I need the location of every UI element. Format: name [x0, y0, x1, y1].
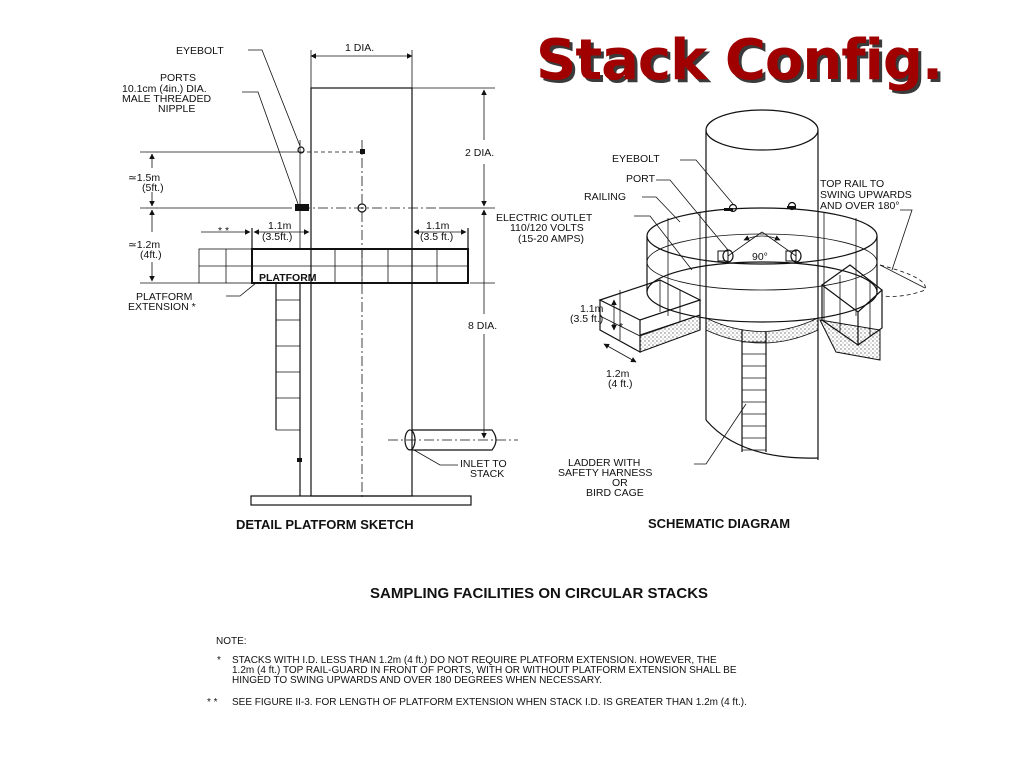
slide-title: Stack Config. [536, 28, 943, 93]
stack-top [705, 109, 819, 151]
note2-text: SEE FIGURE II-3. FOR LENGTH OF PLATFORM … [232, 697, 747, 708]
sch-railing-label: RAILING [584, 191, 626, 203]
sch-outlet-label-2: 110/120 VOLTS [510, 222, 584, 234]
eyebolt-label: EYEBOLT [176, 45, 224, 57]
platform-extension-label-2: EXTENSION * [128, 301, 196, 313]
sch-top-rail-label-1: TOP RAIL TO [820, 178, 884, 190]
two-dia-label: 2 DIA. [465, 147, 494, 159]
stars-left-label: * * [218, 225, 229, 237]
sch-eyebolt-label: EYEBOLT [612, 153, 660, 165]
inlet-pipe [388, 429, 518, 451]
note-label: NOTE: [216, 636, 247, 647]
sch-top-rail-label-2: SWING UPWARDS [820, 189, 912, 201]
sch-angle-label: 90° [752, 251, 768, 263]
note2-marker: * * [207, 697, 218, 708]
eight-dia-label: 8 DIA. [468, 320, 497, 332]
one-dia-label: 1 DIA. [345, 42, 374, 54]
note1-line-3: HINGED TO SWING UPWARDS AND OVER 180 DEG… [232, 675, 602, 686]
sch-ladder-label-4: BIRD CAGE [586, 487, 644, 499]
detail-platform-sketch: EYEBOLT PORTS 10.1cm (4in.) DIA. MALE TH… [122, 42, 518, 532]
ports-label-2: 10.1cm (4in.) DIA. [122, 83, 207, 95]
platform-label: PLATFORM [259, 272, 317, 284]
dim-left-1-1m-label-2: (3.5ft.) [262, 231, 292, 243]
ports-label-1: PORTS [160, 72, 196, 84]
left-extension-box [598, 279, 702, 354]
port-right [790, 249, 802, 263]
eyebolt-ring [297, 146, 305, 154]
ladder [275, 283, 302, 496]
sch-stars-label: * * [612, 321, 623, 333]
sch-ladder-label-2: SAFETY HARNESS [558, 467, 652, 479]
schematic-diagram: EYEBOLT PORT RAILING ELECTRIC OUTLET 110… [496, 109, 926, 531]
eyebolt-mark [360, 149, 365, 154]
sch-dim-1-1m-label-1: 1.1m [580, 303, 604, 315]
note1-line-2: 1.2m (4 ft.) TOP RAIL-GUARD IN FRONT OF … [232, 665, 737, 676]
schematic-caption: SCHEMATIC DIAGRAM [648, 516, 790, 531]
dim-right-1-1m-label-1: 1.1m [426, 220, 450, 232]
sch-top-rail-label-3: AND OVER 180° [820, 200, 899, 212]
detail-caption: DETAIL PLATFORM SKETCH [236, 517, 414, 532]
sch-dim-1-2m-label-2: (4 ft.) [608, 378, 633, 390]
sch-dim-1-2m-label-1: 1.2m [606, 368, 630, 380]
right-extension-box [819, 264, 883, 361]
sch-dim-1-1m-label-2: (3.5 ft.) [570, 313, 603, 325]
stack-base [250, 495, 472, 506]
note1-marker: * [217, 655, 221, 666]
port-mark [357, 203, 367, 213]
schematic-ladder [741, 330, 767, 452]
ports-label-3: MALE THREADED [122, 93, 211, 105]
dim-right-1-1m-label-2: (3.5 ft.) [420, 231, 453, 243]
sch-outlet-label-1: ELECTRIC OUTLET [496, 212, 593, 224]
dim-1-5m-label-1: ≃1.5m [128, 172, 160, 184]
dim-left-1-1m-label-1: 1.1m [268, 220, 292, 232]
sch-port-label: PORT [626, 173, 656, 185]
sch-ladder-label-3: OR [612, 477, 628, 489]
dim-1-2m-label-1: ≃1.2m [128, 239, 160, 251]
dim-1-2m-label-2: (4ft.) [140, 249, 162, 261]
notes: NOTE: * STACKS WITH I.D. LESS THAN 1.2m … [207, 636, 747, 708]
sch-ladder-label-1: LADDER WITH [568, 457, 640, 469]
dim-1-5m-label-2: (5ft.) [142, 182, 164, 194]
figure-heading: SAMPLING FACILITIES ON CIRCULAR STACKS [370, 585, 708, 602]
ports-label-4: NIPPLE [158, 103, 195, 115]
port-nipple [295, 204, 309, 211]
inlet-label-2: STACK [470, 468, 504, 480]
note1-line-1: STACKS WITH I.D. LESS THAN 1.2m (4 ft.) … [232, 655, 717, 666]
platform-extension-label-1: PLATFORM [136, 291, 192, 303]
inlet-label-1: INLET TO [460, 458, 507, 470]
sch-outlet-label-3: (15-20 AMPS) [518, 233, 584, 245]
